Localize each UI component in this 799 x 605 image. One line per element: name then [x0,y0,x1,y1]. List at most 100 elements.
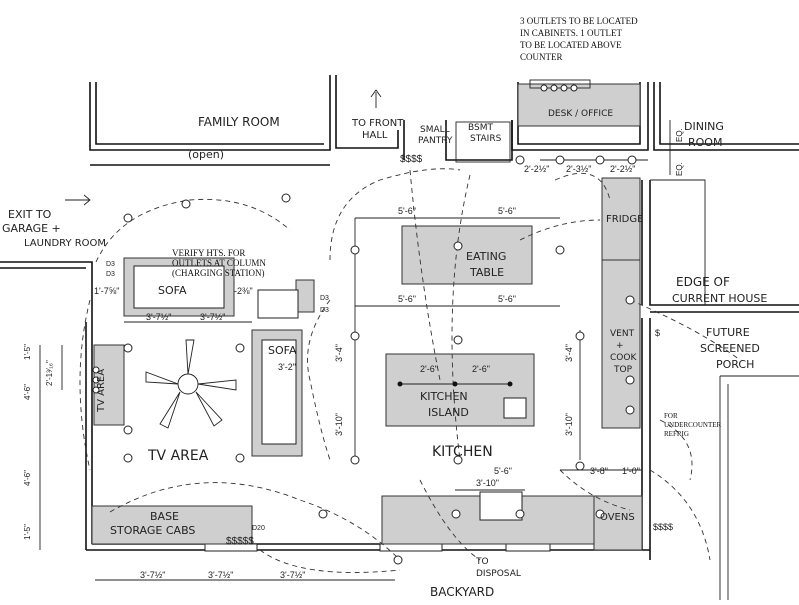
light-fixture [515,155,525,165]
dim-label: 1'-0" [622,466,640,476]
tv-cabinet-label: TV AREA [96,369,107,413]
dim-label: 3'-7½" [200,312,225,322]
dim-label: 2'-3½" [566,164,591,174]
dim-label: 3'-4" [334,344,344,362]
svg-text:$$$$: $$$$ [653,522,673,532]
light-fixture [235,343,245,353]
light-fixture [318,509,328,519]
dim-label: 3'-10" [564,413,574,436]
dim-label: -2⅜" [234,286,253,296]
light-fixture [555,155,565,165]
exit-label-2: GARAGE + [2,222,61,235]
dim-label: 3'-7½" [208,570,233,580]
dim-label: D3 [320,307,329,314]
notes: 3 OUTLETS TO BE LOCATED IN CABINETS. 1 O… [172,16,721,438]
stairs-label-2: STAIRS [470,134,502,144]
light-fixture [123,425,133,435]
eating-table-label-1: EATING [466,250,506,263]
dim-label: 3'-7½" [146,312,171,322]
dim-label: 2'-1³⁄₁₆" [45,360,54,386]
dim-label: 3'-10" [334,413,344,436]
dim-label: 3'-7½" [140,570,165,580]
pantry-label-1: SMALL [420,125,450,135]
svg-text:$: $ [655,328,660,338]
svg-text:$$$$$: $$$$$ [226,536,254,547]
svg-text:$$$$: $$$$ [400,154,423,165]
dim-label: 2'-6" [472,364,490,374]
vent-label-4: TOP [613,365,633,375]
sofa-label-1: SOFA [158,284,187,297]
exit-arrow-icon [65,194,91,206]
dim-label: 3'-10" [476,478,499,488]
dim-label: 2'-6" [420,364,438,374]
outlets-note-line1: 3 OUTLETS TO BE LOCATED [520,16,638,26]
exit-label-1: EXIT TO [8,208,52,221]
verify-note-line1: VERIFY HTS. FOR [172,248,245,258]
under-note-line1: FOR [664,412,678,420]
light-fixture [625,375,635,385]
dim-label: D3 [106,271,115,278]
kitchen-label: KITCHEN [432,444,493,460]
light-fixture [350,331,360,341]
dim-label: 5'-6" [398,294,416,304]
backyard-label: BACKYARD [430,585,494,599]
light-fixture [235,453,245,463]
under-note-line3: REFRIG [664,430,689,438]
outlets-note-line3: TO BE LOCATED ABOVE [520,40,622,50]
light-fixture [453,241,463,251]
walls [0,75,799,600]
storage-label-1: BASE [150,510,179,523]
dim-label: EQ. [675,162,684,176]
fridge-label: FRIDGE [606,214,643,225]
dim-label: 3'-4" [564,344,574,362]
light-fixture [627,155,637,165]
dim-label: 3'-2" [278,362,296,372]
room-labels: FAMILY ROOM (open) TO FRONT HALL SMALL P… [2,109,767,599]
light-fixture [595,509,605,519]
stairs-label-1: BSMT [468,123,493,133]
under-note-line2: UNDERCOUNTER [664,421,721,429]
storage-label-2: STORAGE CABS [110,524,195,537]
outlet-icon [550,84,558,92]
edge-label-1: EDGE OF [676,275,730,289]
outlet-icon [92,376,100,384]
pendant-dot [507,381,513,387]
dim-label: 2'-2½" [610,164,635,174]
light-fixture [393,555,403,565]
light-fixture [451,509,461,519]
light-fixture [453,455,463,465]
verify-note-line3: (CHARGING STATION) [172,268,265,278]
pendant-dot [397,381,403,387]
light-fixture [625,405,635,415]
outlets-note-line2: IN CABINETS. 1 OUTLET [520,28,622,38]
light-fixture [595,155,605,165]
dim-label: 1'-7⅝" [94,286,119,296]
pantry-label-2: PANTRY [418,136,453,146]
light-fixture [123,213,133,223]
outlet-icon [540,84,548,92]
tv-area-label: TV AREA [147,448,209,464]
dim-label: 5'-6" [398,206,416,216]
dim-label: 5'-6" [498,206,516,216]
light-fixture [515,509,525,519]
furniture [91,79,643,551]
ceiling-fan-icon [145,339,237,429]
front-hall-label-2: HALL [362,130,388,141]
vent-label-2: + [616,341,624,351]
dim-label: 1'-5" [23,524,32,540]
family-room-label: FAMILY ROOM [198,115,280,129]
light-fixture [181,199,191,209]
disposal-label-2: DISPOSAL [476,569,521,579]
light-fixture [575,331,585,341]
dim-label: D3 [320,295,329,302]
dim-label: 2'-2½" [524,164,549,174]
dim-label: EQ. [675,128,684,142]
vent-label-3: COOK [610,353,637,363]
outlet-icon [560,84,568,92]
light-fixture [123,453,133,463]
island-label-2: ISLAND [428,406,469,419]
eating-table-label-2: TABLE [469,266,504,279]
light-fixture [555,245,565,255]
front-hall-label-1: TO FRONT [351,118,404,129]
light-fixture [453,335,463,345]
